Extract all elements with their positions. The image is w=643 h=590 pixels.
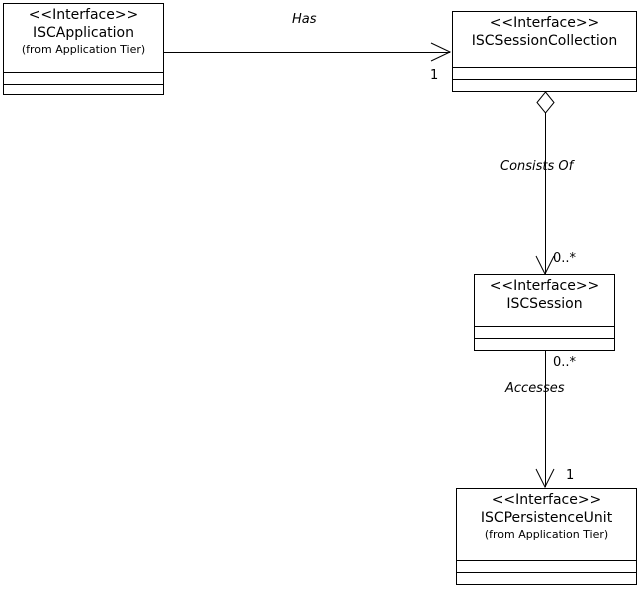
multiplicity-accesses-target: 1 (566, 468, 575, 483)
arrow-head-accesses (534, 467, 556, 489)
class-name: ISCSessionCollection (471, 33, 618, 49)
class-package: (from Application Tier) (484, 528, 609, 541)
class-attributes-compartment (4, 73, 163, 85)
class-attributes-compartment (453, 68, 636, 80)
multiplicity-has-target: 1 (430, 68, 439, 83)
class-header-isc-session: <<Interface>> ISCSession (475, 275, 614, 327)
association-label-accesses: Accesses (505, 381, 565, 396)
class-package: (from Application Tier) (21, 43, 146, 56)
association-line-accesses (545, 351, 546, 487)
class-attributes-compartment (457, 561, 636, 573)
class-name: ISCPersistenceUnit (480, 510, 613, 526)
class-operations-compartment (475, 339, 614, 351)
class-operations-compartment (457, 573, 636, 585)
class-stereotype: <<Interface>> (489, 15, 600, 31)
association-label-consists-of: Consists Of (500, 159, 574, 174)
arrow-head-has (428, 40, 452, 64)
class-stereotype: <<Interface>> (489, 278, 600, 294)
class-box-isc-application[interactable]: <<Interface>> ISCApplication (from Appli… (3, 3, 164, 95)
multiplicity-accesses-source: 0..* (553, 355, 577, 370)
association-label-has: Has (292, 12, 317, 27)
class-header-isc-application: <<Interface>> ISCApplication (from Appli… (4, 4, 163, 73)
aggregation-diamond-consists-of (535, 91, 556, 114)
class-stereotype: <<Interface>> (28, 7, 139, 23)
class-header-isc-persistence-unit: <<Interface>> ISCPersistenceUnit (from A… (457, 489, 636, 561)
class-box-isc-session[interactable]: <<Interface>> ISCSession (474, 274, 615, 351)
multiplicity-consists-of-target: 0..* (553, 251, 577, 266)
class-name: ISCApplication (32, 25, 134, 41)
class-operations-compartment (4, 85, 163, 97)
class-box-isc-session-collection[interactable]: <<Interface>> ISCSessionCollection (452, 11, 637, 92)
class-header-isc-session-collection: <<Interface>> ISCSessionCollection (453, 12, 636, 68)
class-box-isc-persistence-unit[interactable]: <<Interface>> ISCPersistenceUnit (from A… (456, 488, 637, 585)
association-line-has (164, 52, 450, 53)
aggregation-line-consists-of (545, 112, 546, 274)
class-stereotype: <<Interface>> (491, 492, 602, 508)
class-name: ISCSession (506, 296, 583, 312)
class-attributes-compartment (475, 327, 614, 339)
arrow-head-consists-of (534, 254, 556, 276)
